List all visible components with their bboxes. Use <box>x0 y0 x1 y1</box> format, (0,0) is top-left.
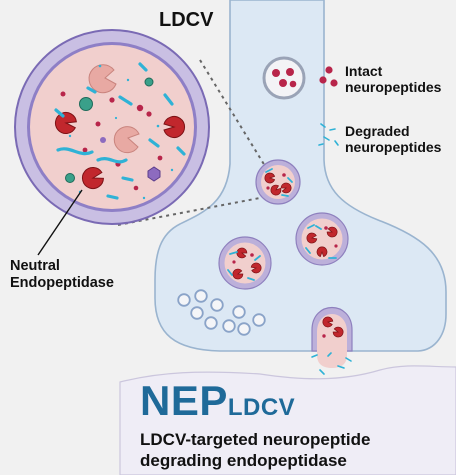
enzyme-label-line1: Neutral <box>10 258 60 274</box>
subtitle: LDCV-targeted neuropeptide degrading end… <box>140 429 370 471</box>
small-vesicles <box>177 289 266 336</box>
intact-label-line2: neuropeptides <box>345 79 442 96</box>
vesicle-1 <box>255 159 301 205</box>
intact-legend-icon <box>319 66 338 87</box>
neutral-endopeptidase-label: Neutral Endopeptidase <box>10 258 114 291</box>
subtitle-line1: LDCV-targeted neuropeptide <box>140 430 371 449</box>
degraded-label-line2: neuropeptides <box>345 139 442 156</box>
nep-ldcv-title: NEPLDCV <box>140 380 295 422</box>
title-subscript: LDCV <box>227 394 296 421</box>
intact-neuropeptides-label: Intact neuropeptides <box>345 63 441 95</box>
released-fragments <box>311 352 352 375</box>
intact-vesicle-top <box>262 56 306 100</box>
vesicle-3 <box>295 212 349 266</box>
intact-label-line1: Intact <box>345 63 383 79</box>
enzyme-pointer-line <box>37 189 83 256</box>
ldcv-label: LDCV <box>159 9 214 31</box>
subtitle-line2: degrading endopeptidase <box>140 451 347 470</box>
title-main: NEP <box>140 377 228 424</box>
degraded-label-line1: Degraded <box>345 123 410 139</box>
degraded-neuropeptides-label: Degraded neuropeptides <box>345 123 441 155</box>
degraded-legend-icon <box>318 123 339 146</box>
enzyme-label-line2: Endopeptidase <box>10 274 114 291</box>
postsynaptic-membrane <box>119 365 456 475</box>
ldcv-zoom-circle <box>14 29 210 225</box>
fusing-vesicle <box>311 306 353 368</box>
vesicle-2 <box>218 236 272 290</box>
